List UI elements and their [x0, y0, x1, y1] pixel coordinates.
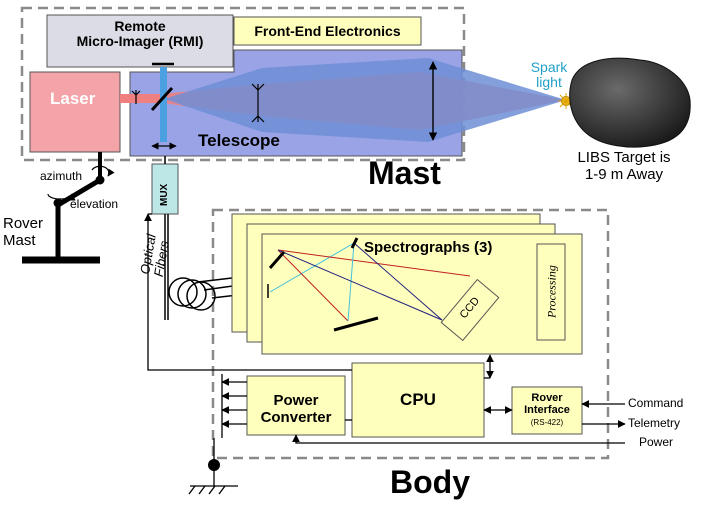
connection-lines: [144, 213, 626, 495]
elevation-label: elevation: [70, 197, 119, 211]
cpu-label: CPU: [400, 390, 436, 409]
cpu-box: [351, 362, 485, 438]
mast-label: Mast: [368, 155, 441, 191]
spectrographs-label: Spectrographs (3): [364, 239, 493, 256]
mux-label: MUX: [159, 183, 170, 206]
telemetry-label: Telemetry: [628, 416, 681, 430]
rmi-box: [46, 14, 234, 68]
secondary-lens: [251, 83, 265, 123]
laser-label: Laser: [50, 89, 96, 108]
processing-box: [536, 243, 566, 341]
rover-mast: [22, 152, 115, 264]
front-end-electronics-box: [233, 16, 422, 46]
small-lens: [131, 90, 141, 104]
spectrograph-card-front: [261, 233, 583, 355]
laser-box: [29, 71, 121, 153]
command-label: Command: [628, 396, 684, 410]
front-end-electronics-label: Front-End Electronics: [254, 23, 401, 39]
rock-target: [569, 57, 691, 148]
ground-node: [208, 459, 220, 471]
azimuth-label: azimuth: [40, 169, 83, 183]
telescope-cone: [164, 58, 566, 142]
ccd-box: [440, 278, 500, 342]
beam-splitter-mirror: [150, 86, 174, 112]
processing-label: Processing: [544, 265, 559, 319]
body-group-border: [211, 208, 610, 460]
spark-icon: [558, 93, 574, 109]
power-label: Power: [639, 435, 674, 449]
body-label: Body: [390, 464, 470, 500]
rmi-beam: [160, 67, 167, 142]
spectrograph-optics: [267, 237, 471, 332]
telescope-label: Telescope: [198, 131, 280, 150]
